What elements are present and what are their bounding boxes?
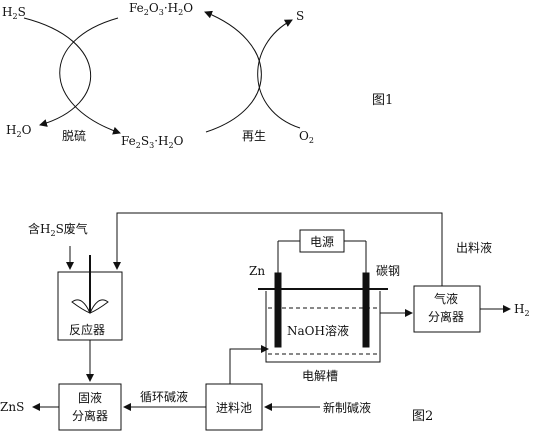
label-h2o: H2O (6, 123, 32, 139)
label-gl-separator-top: 气液 (434, 291, 458, 306)
arc-o2-to-s (257, 19, 301, 129)
caption-figure-2: 图2 (412, 409, 433, 424)
label-o2: O2 (299, 129, 314, 145)
arc-h2s-to-h2o (23, 17, 91, 127)
arc-fe2o3-to-fe2s3 (59, 17, 121, 135)
label-fresh-alkali: 新制碱液 (323, 400, 371, 415)
figure-2-labels: 含H2S废气 反应器 固液 分离器 ZnS 循环碱液 进料池 新制碱液 电源 Z… (0, 221, 530, 424)
feed-to-cell (229, 345, 269, 384)
label-zns: ZnS (0, 400, 24, 414)
label-h2: H2 (514, 302, 530, 318)
label-gl-separator-bottom: 分离器 (428, 309, 464, 324)
carbon-steel-electrode (362, 272, 370, 348)
stirrer-paddle (71, 299, 109, 315)
return-line (113, 212, 443, 286)
label-power-supply: 电源 (310, 235, 334, 249)
label-fe2s3-h2o: Fe2S3·H2O (121, 134, 184, 150)
arc-fe2s3-to-fe2o3 (204, 10, 262, 133)
label-fe2o3-h2o: Fe2O3·H2O (129, 1, 193, 17)
label-regeneration: 再生 (242, 129, 266, 143)
label-waste-gas: 含H2S废气 (28, 221, 88, 238)
label-electrolytic-cell: 电解槽 (302, 369, 338, 383)
figure-1 (23, 10, 301, 135)
label-desulfurization: 脱硫 (62, 128, 86, 143)
label-s: S (296, 9, 304, 23)
label-recycle-alkali: 循环碱液 (140, 389, 188, 404)
label-separator-top: 固液 (78, 390, 102, 405)
label-carbon-steel: 碳钢 (376, 264, 400, 278)
label-h2s: H2S (2, 5, 26, 21)
label-feed-pool: 进料池 (216, 401, 252, 415)
figure-2 (32, 212, 511, 431)
caption-figure-1: 图1 (372, 93, 393, 108)
label-reactor: 反应器 (69, 322, 105, 337)
electrolytic-cell-tank (265, 291, 381, 363)
label-zn: Zn (249, 264, 265, 278)
zn-electrode (274, 272, 282, 348)
label-separator-bottom: 分离器 (72, 408, 108, 423)
label-naoh-solution: NaOH溶液 (287, 323, 349, 338)
label-outlet-liquid: 出料液 (456, 240, 492, 255)
figure-1-labels: H2S Fe2O3·H2O S H2O 脱硫 Fe2S3·H2O 再生 O2 图… (2, 1, 393, 150)
feed-pool-box (205, 383, 263, 431)
